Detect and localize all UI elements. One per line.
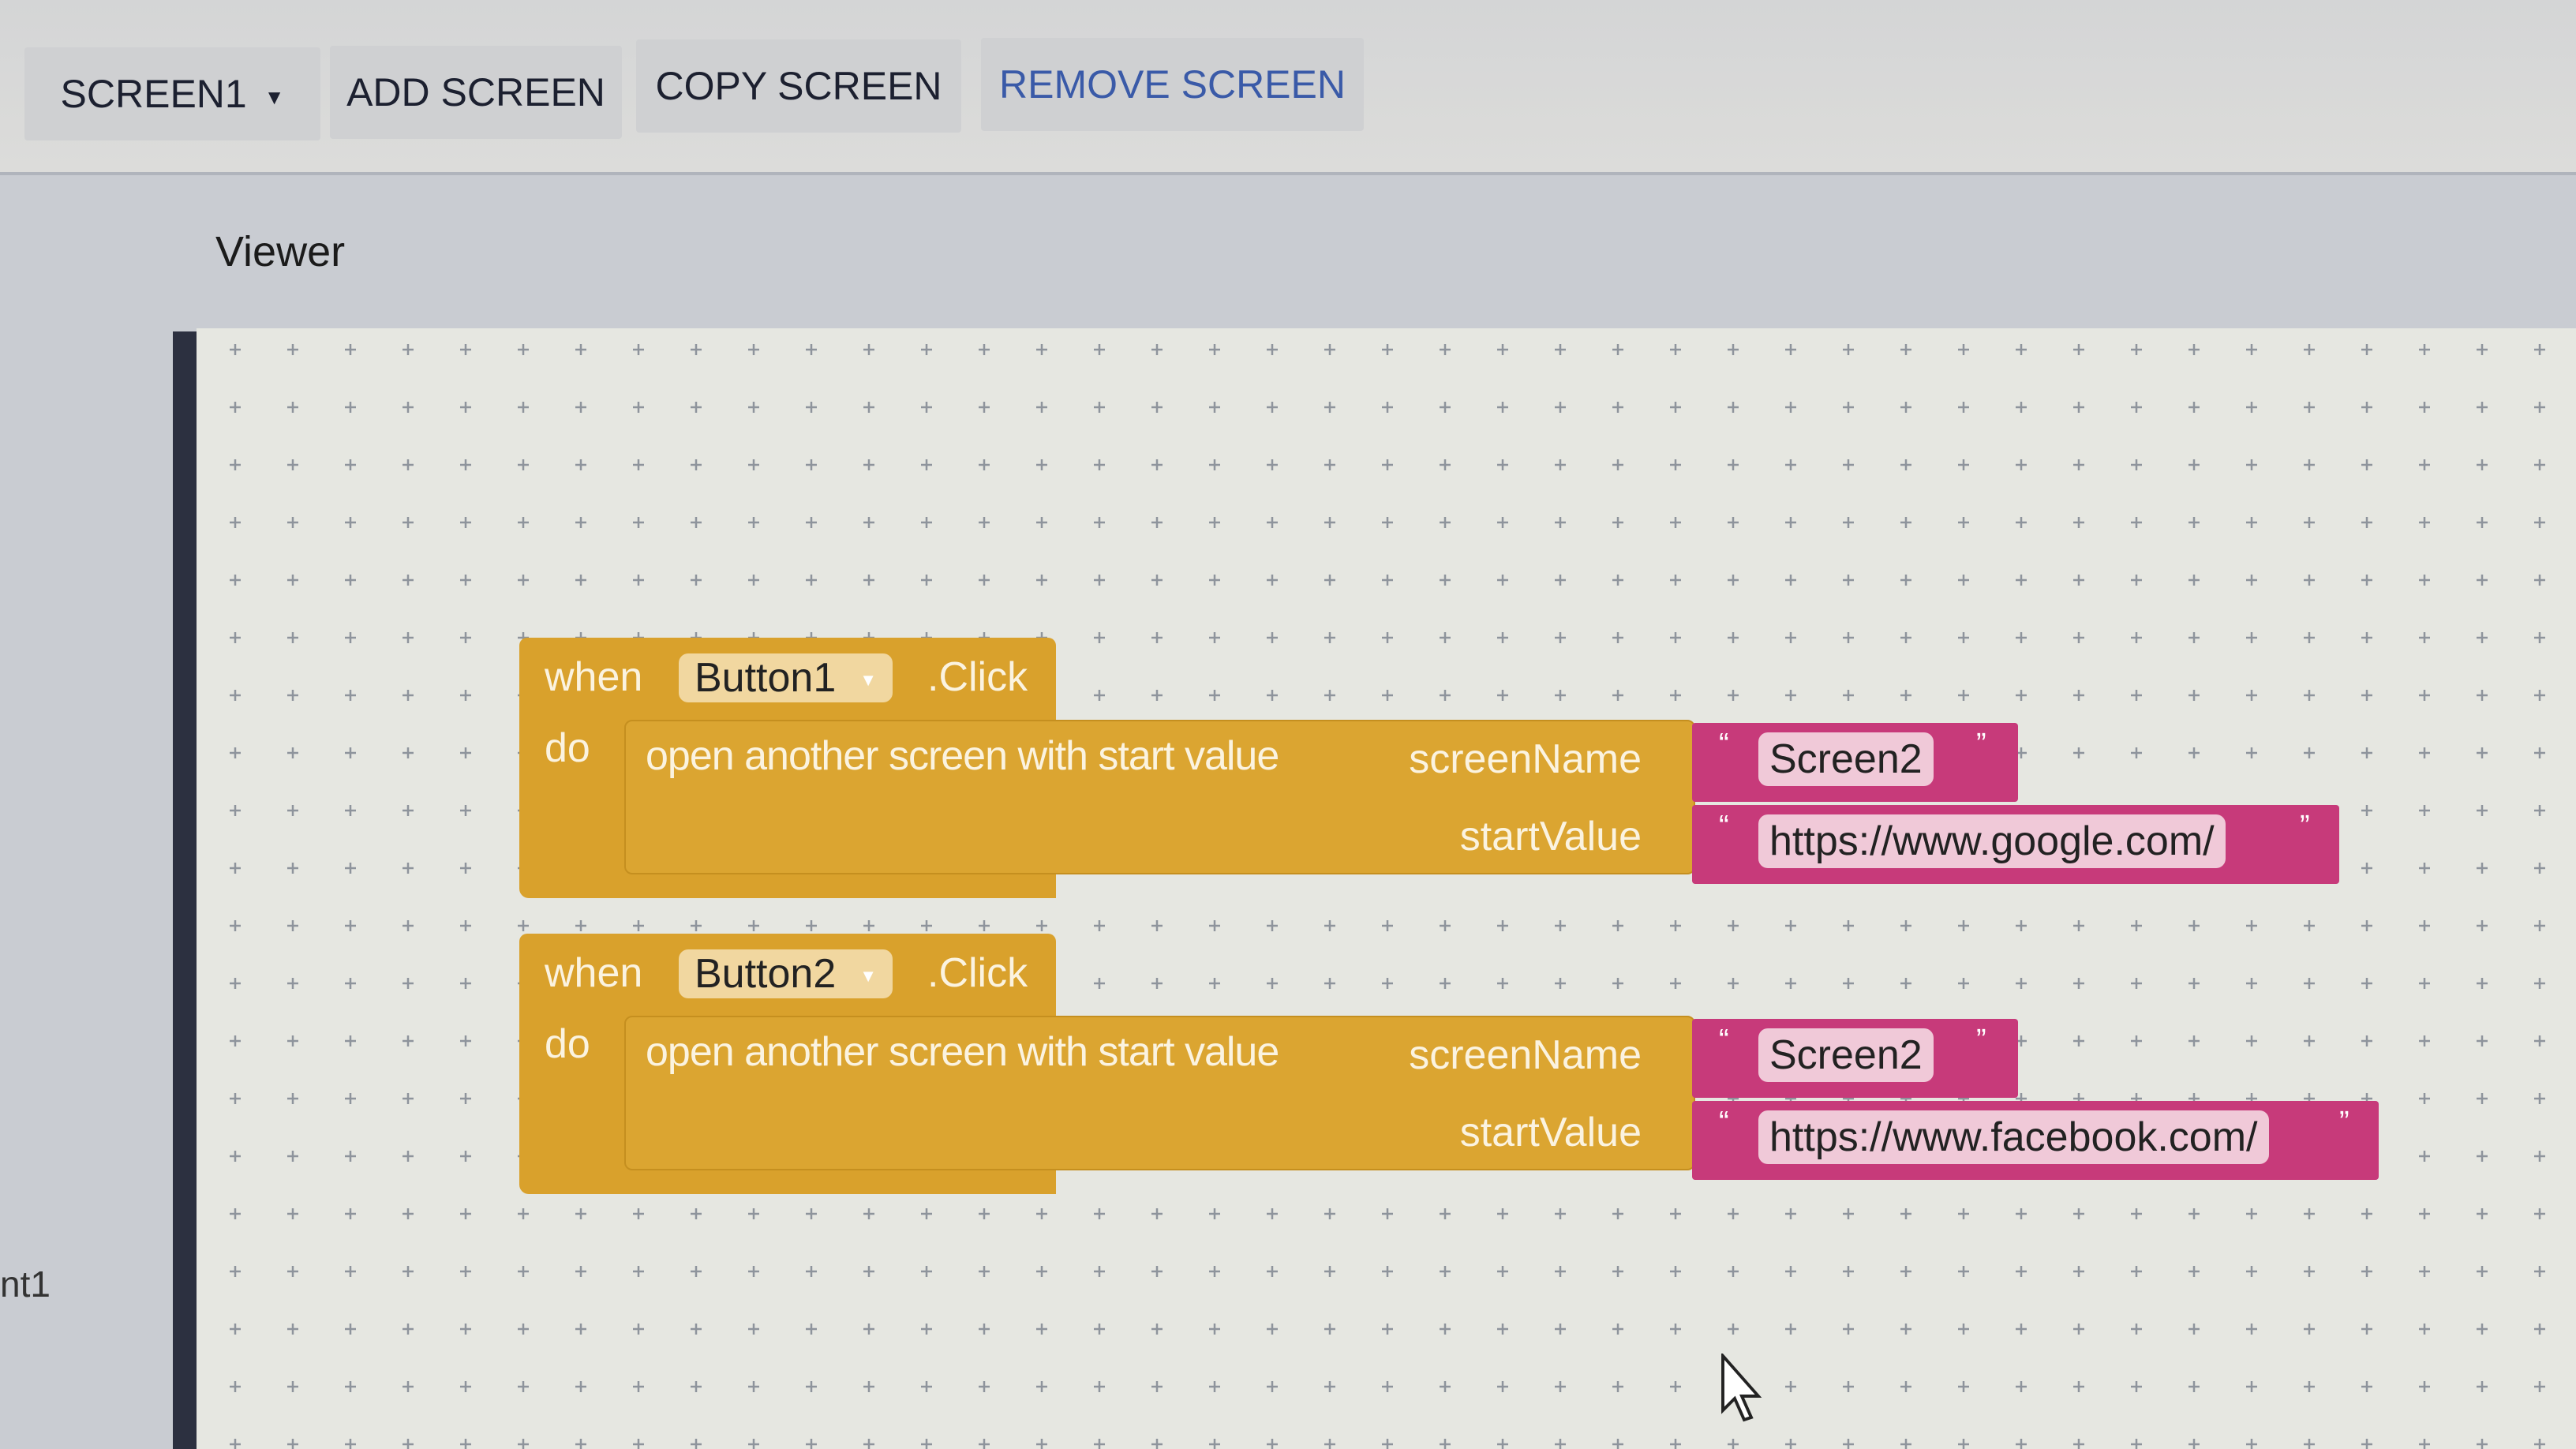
start-value-label: startValue: [1459, 1110, 1642, 1155]
workspace-border: [173, 331, 197, 1449]
close-quote-icon: ”: [2339, 1106, 2349, 1139]
when-label: when: [545, 654, 643, 700]
close-quote-icon: ”: [1976, 1024, 1986, 1057]
open-quote-icon: “: [1719, 810, 1729, 843]
do-label: do: [545, 1021, 590, 1067]
caret-down-icon: ▼: [264, 84, 285, 109]
screen-selector-dropdown[interactable]: SCREEN1 ▼: [24, 47, 320, 140]
component-dropdown[interactable]: Button1 ▼: [679, 653, 893, 702]
open-another-screen-block[interactable]: [624, 1016, 1695, 1170]
dropdown-arrow-icon: ▼: [859, 670, 878, 691]
blocks-workspace[interactable]: [197, 328, 2576, 1449]
event-name: .Click: [927, 950, 1028, 996]
toolbar: SCREEN1 ▼ ADD SCREEN COPY SCREEN REMOVE S…: [0, 0, 2576, 175]
event-name: .Click: [927, 654, 1028, 700]
when-label: when: [545, 950, 643, 996]
mouse-pointer-icon: [1721, 1354, 1762, 1422]
start-value-text-block[interactable]: “ https://www.google.com/ ”: [1692, 805, 2339, 884]
remove-screen-button[interactable]: REMOVE SCREEN: [981, 38, 1364, 131]
start-value-value[interactable]: https://www.facebook.com/: [1758, 1110, 2269, 1164]
screen-name-text-block[interactable]: “ Screen2 ”: [1692, 1019, 2018, 1098]
component-tree-item[interactable]: nt1: [0, 1264, 51, 1305]
component-name: Button2: [695, 951, 837, 997]
screen-name-value[interactable]: Screen2: [1758, 732, 1934, 786]
open-quote-icon: “: [1719, 1024, 1729, 1057]
screen-name-value[interactable]: Screen2: [1758, 1028, 1934, 1082]
start-value-value[interactable]: https://www.google.com/: [1758, 814, 2226, 868]
action-label: open another screen with start value: [646, 1029, 1279, 1075]
open-another-screen-block[interactable]: [624, 720, 1695, 874]
screen-selector-label: SCREEN1: [60, 72, 247, 116]
action-label: open another screen with start value: [646, 733, 1279, 779]
screen-name-text-block[interactable]: “ Screen2 ”: [1692, 723, 2018, 802]
close-quote-icon: ”: [2300, 810, 2310, 843]
add-screen-button[interactable]: ADD SCREEN: [330, 46, 622, 139]
do-label: do: [545, 725, 590, 771]
copy-screen-button[interactable]: COPY SCREEN: [636, 39, 961, 133]
dropdown-arrow-icon: ▼: [859, 966, 878, 987]
component-name: Button1: [695, 655, 837, 701]
start-value-label: startValue: [1459, 814, 1642, 859]
start-value-text-block[interactable]: “ https://www.facebook.com/ ”: [1692, 1101, 2379, 1180]
viewer-title: Viewer: [215, 228, 346, 275]
component-dropdown[interactable]: Button2 ▼: [679, 949, 893, 998]
open-quote-icon: “: [1719, 1106, 1729, 1139]
open-quote-icon: “: [1719, 728, 1729, 761]
screen-name-label: screenName: [1409, 1032, 1642, 1078]
screen-name-label: screenName: [1409, 736, 1642, 782]
close-quote-icon: ”: [1976, 728, 1986, 761]
